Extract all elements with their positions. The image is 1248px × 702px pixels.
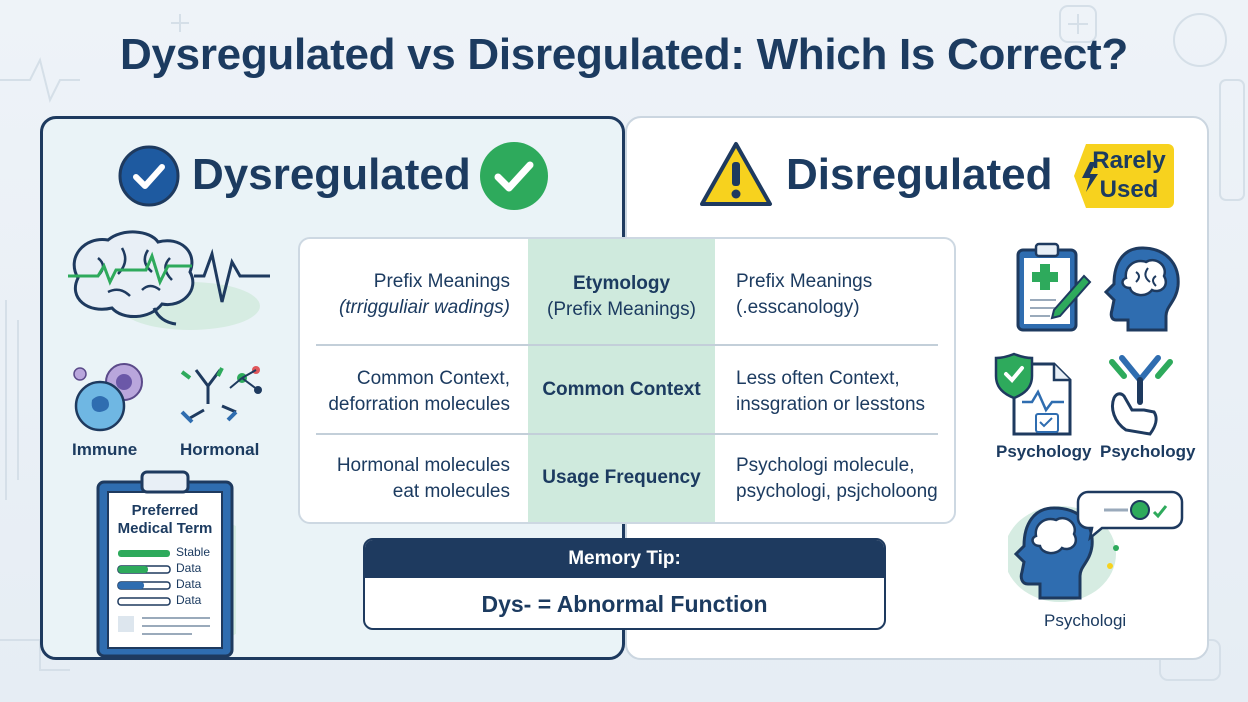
table-row: Hormonal molecules eat molecules	[310, 453, 510, 505]
category-label: Usage Frequency	[542, 467, 701, 488]
clipboard-title-line2: Medical Term	[117, 520, 213, 537]
brain-wave-icon	[68, 230, 270, 330]
rarely-used-badge	[1074, 144, 1174, 208]
hormonal-molecule-icon	[180, 366, 262, 424]
page-title: Dysregulated vs Disregulated: Which Is C…	[120, 30, 1128, 79]
category-label: Common Context	[542, 379, 701, 400]
medical-chart-icon	[1016, 242, 1092, 332]
hormonal-label: Hormonal	[180, 440, 260, 459]
dis-cell-line1: Prefix Meanings	[736, 271, 873, 292]
rarely-used-badge-text: Rarely Used	[1088, 146, 1170, 204]
dys-cell-line2: deforration molecules	[328, 394, 510, 415]
category-column	[528, 239, 715, 522]
category-sublabel: (Prefix Meanings)	[547, 299, 696, 320]
dis-cell-line2: (.esscanology)	[736, 297, 860, 318]
table-row: Less often Context, inssgration or lesst…	[736, 366, 946, 418]
dis-cell-line1: Psychologi molecule,	[736, 455, 915, 476]
clipboard-icon	[96, 470, 236, 658]
clipboard-bar-label: Stable	[176, 545, 211, 559]
table-row: Prefix Meanings (trrigguliair wadings)	[310, 269, 510, 321]
memory-tip-body: Dys- = Abnormal Function	[481, 591, 768, 617]
category-cell: Etymology (Prefix Meanings)	[528, 271, 715, 323]
category-cell: Usage Frequency	[528, 465, 715, 491]
dysregulated-word: Dysregulated	[192, 150, 471, 199]
dys-cell-line1: Common Context,	[356, 368, 510, 389]
badge-line1: Rarely	[1092, 147, 1166, 174]
category-label: Etymology	[572, 273, 671, 294]
immune-cells-icon	[73, 363, 143, 432]
dys-cell-line1: Hormonal molecules	[336, 455, 510, 476]
dys-cell-line2: eat molecules	[392, 481, 510, 502]
clipboard-bar-label: Data	[176, 577, 202, 591]
immune-label: Immune	[72, 440, 138, 459]
hand-antibody-icon	[1109, 355, 1173, 436]
shield-document-icon	[994, 352, 1072, 436]
warning-icon	[700, 142, 772, 206]
psychology-label-2: Psychology	[1100, 442, 1196, 461]
dys-cell-line1: Prefix Meanings	[373, 271, 510, 292]
badge-line2: Used	[1099, 176, 1159, 203]
dis-cell-line1: Less often Context,	[736, 368, 900, 389]
clipboard-bar-label: Data	[176, 593, 202, 607]
head-speech-icon	[1008, 490, 1184, 602]
row-divider	[316, 433, 938, 435]
memory-tip-box: Memory Tip: Dys- = Abnormal Function	[363, 538, 886, 630]
psychology-label-3: Psychologi	[1044, 611, 1127, 630]
head-brain-icon	[1104, 246, 1180, 332]
disregulated-word: Disregulated	[786, 150, 1053, 199]
green-check-icon	[480, 142, 548, 210]
dis-cell-line2: inssgration or lesstons	[736, 394, 926, 415]
row-divider	[316, 344, 938, 346]
table-row: Psychologi molecule, psychologi, psjchol…	[736, 453, 946, 505]
memory-tip-header: Memory Tip:	[365, 540, 884, 578]
check-circle-icon	[118, 145, 180, 207]
table-row: Common Context, deforration molecules	[310, 366, 510, 418]
category-cell: Common Context	[528, 377, 715, 403]
psychology-label-1: Psychology	[996, 442, 1092, 461]
clipboard-bar-label: Data	[176, 561, 202, 575]
clipboard-title-line1: Preferred	[131, 502, 199, 519]
dis-cell-line2: psychologi, psjcholoong	[736, 481, 938, 502]
dys-cell-line2: (trrigguliair wadings)	[338, 297, 510, 318]
table-row: Prefix Meanings (.esscanology)	[736, 269, 946, 321]
